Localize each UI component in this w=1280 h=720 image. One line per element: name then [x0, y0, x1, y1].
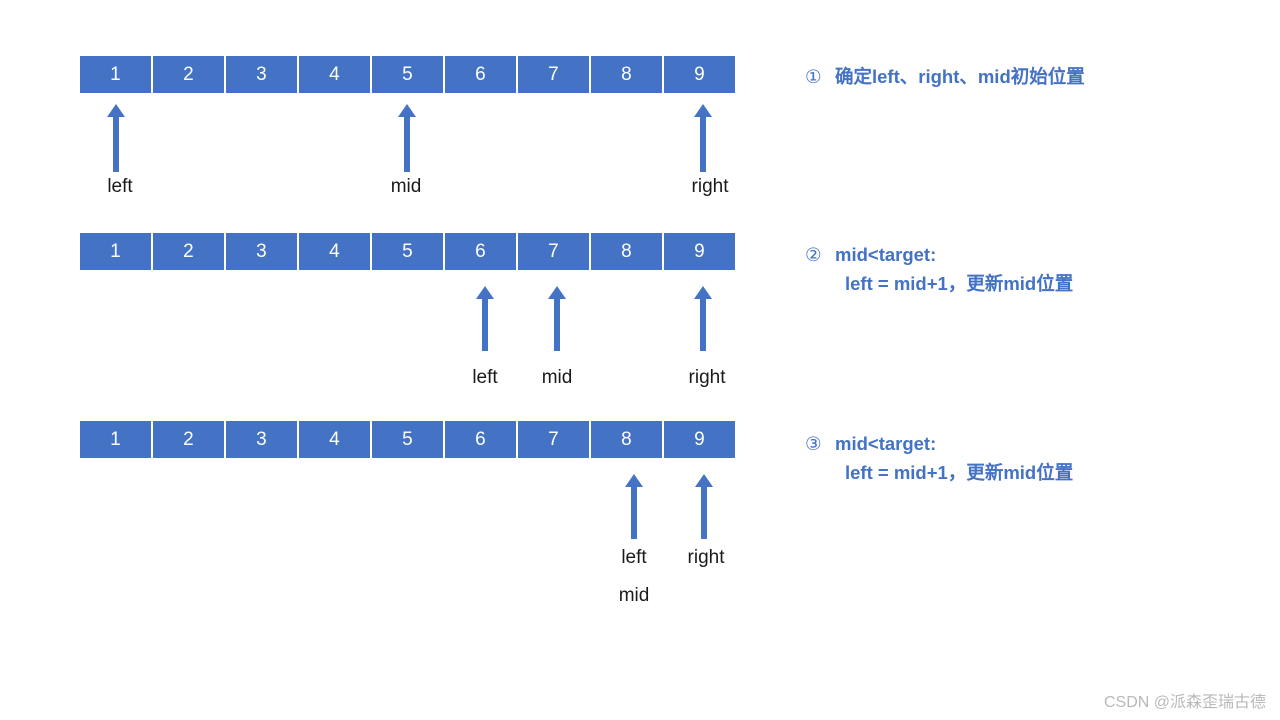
array-cell: 9	[664, 56, 735, 93]
array-cell: 1	[80, 233, 151, 270]
array-row-step-3: 1 2 3 4 5 6 7 8 9	[80, 421, 735, 458]
pointer-label-left-step-3: left	[621, 547, 647, 568]
pointer-arrow-right-step-3	[693, 474, 715, 539]
annotation-step-1: ① 确定left、right、mid初始位置	[805, 62, 1085, 91]
array-cell: 6	[445, 233, 516, 270]
pointer-label-right-step-2: right	[688, 367, 726, 388]
pointer-arrow-right-step-1	[692, 104, 714, 172]
annotation-number-step-3: ③	[805, 433, 822, 454]
array-cell: 8	[591, 233, 662, 270]
pointer-label-mid-step-1: mid	[390, 176, 422, 197]
array-cell: 7	[518, 233, 589, 270]
array-cell: 5	[372, 233, 443, 270]
annotation-number-step-2: ②	[805, 244, 822, 265]
pointer-label-right-step-3: right	[687, 547, 725, 568]
array-cell: 1	[80, 56, 151, 93]
pointer-arrow-left-step-2	[474, 286, 496, 351]
array-row-step-2: 1 2 3 4 5 6 7 8 9	[80, 233, 735, 270]
array-cell: 7	[518, 56, 589, 93]
array-cell: 6	[445, 421, 516, 458]
pointer-label-mid-step-2: mid	[541, 367, 573, 388]
pointer-arrow-left-mid-step-3	[623, 474, 645, 539]
array-cell: 3	[226, 56, 297, 93]
watermark: CSDN @派森歪瑞古德	[1103, 694, 1266, 711]
pointer-arrow-mid-step-1	[396, 104, 418, 172]
array-cell: 9	[664, 233, 735, 270]
pointer-label-mid-step-3: mid	[618, 585, 650, 606]
array-cell: 3	[226, 233, 297, 270]
array-cell: 8	[591, 421, 662, 458]
array-cell: 5	[372, 421, 443, 458]
pointer-arrow-right-step-2	[692, 286, 714, 351]
pointer-arrow-mid-step-2	[546, 286, 568, 351]
array-cell: 7	[518, 421, 589, 458]
annotation-text-step-3-line1: mid<target:	[835, 433, 937, 454]
array-cell: 6	[445, 56, 516, 93]
array-cell: 2	[153, 421, 224, 458]
pointer-label-left-step-2: left	[472, 367, 498, 388]
annotation-text-step-3-line2: left = mid+1，更新mid位置	[845, 462, 1074, 483]
pointer-label-right-step-1: right	[691, 176, 729, 197]
annotation-step-3: ③ mid<target: left = mid+1，更新mid位置	[805, 429, 1073, 487]
annotation-text-step-1: 确定left、right、mid初始位置	[835, 66, 1085, 87]
array-cell: 3	[226, 421, 297, 458]
array-cell: 2	[153, 56, 224, 93]
array-cell: 8	[591, 56, 662, 93]
annotation-text-step-2-line2: left = mid+1，更新mid位置	[845, 273, 1074, 294]
array-cell: 2	[153, 233, 224, 270]
array-cell: 4	[299, 233, 370, 270]
annotation-step-2: ② mid<target: left = mid+1，更新mid位置	[805, 240, 1073, 298]
pointer-arrow-left-step-1	[105, 104, 127, 172]
array-cell: 4	[299, 56, 370, 93]
array-cell: 4	[299, 421, 370, 458]
annotation-number-step-1: ①	[805, 66, 822, 87]
pointer-label-left-step-1: left	[107, 176, 133, 197]
array-cell: 9	[664, 421, 735, 458]
array-cell: 5	[372, 56, 443, 93]
annotation-text-step-2-line1: mid<target:	[835, 244, 937, 265]
array-row-step-1: 1 2 3 4 5 6 7 8 9	[80, 56, 735, 93]
array-cell: 1	[80, 421, 151, 458]
